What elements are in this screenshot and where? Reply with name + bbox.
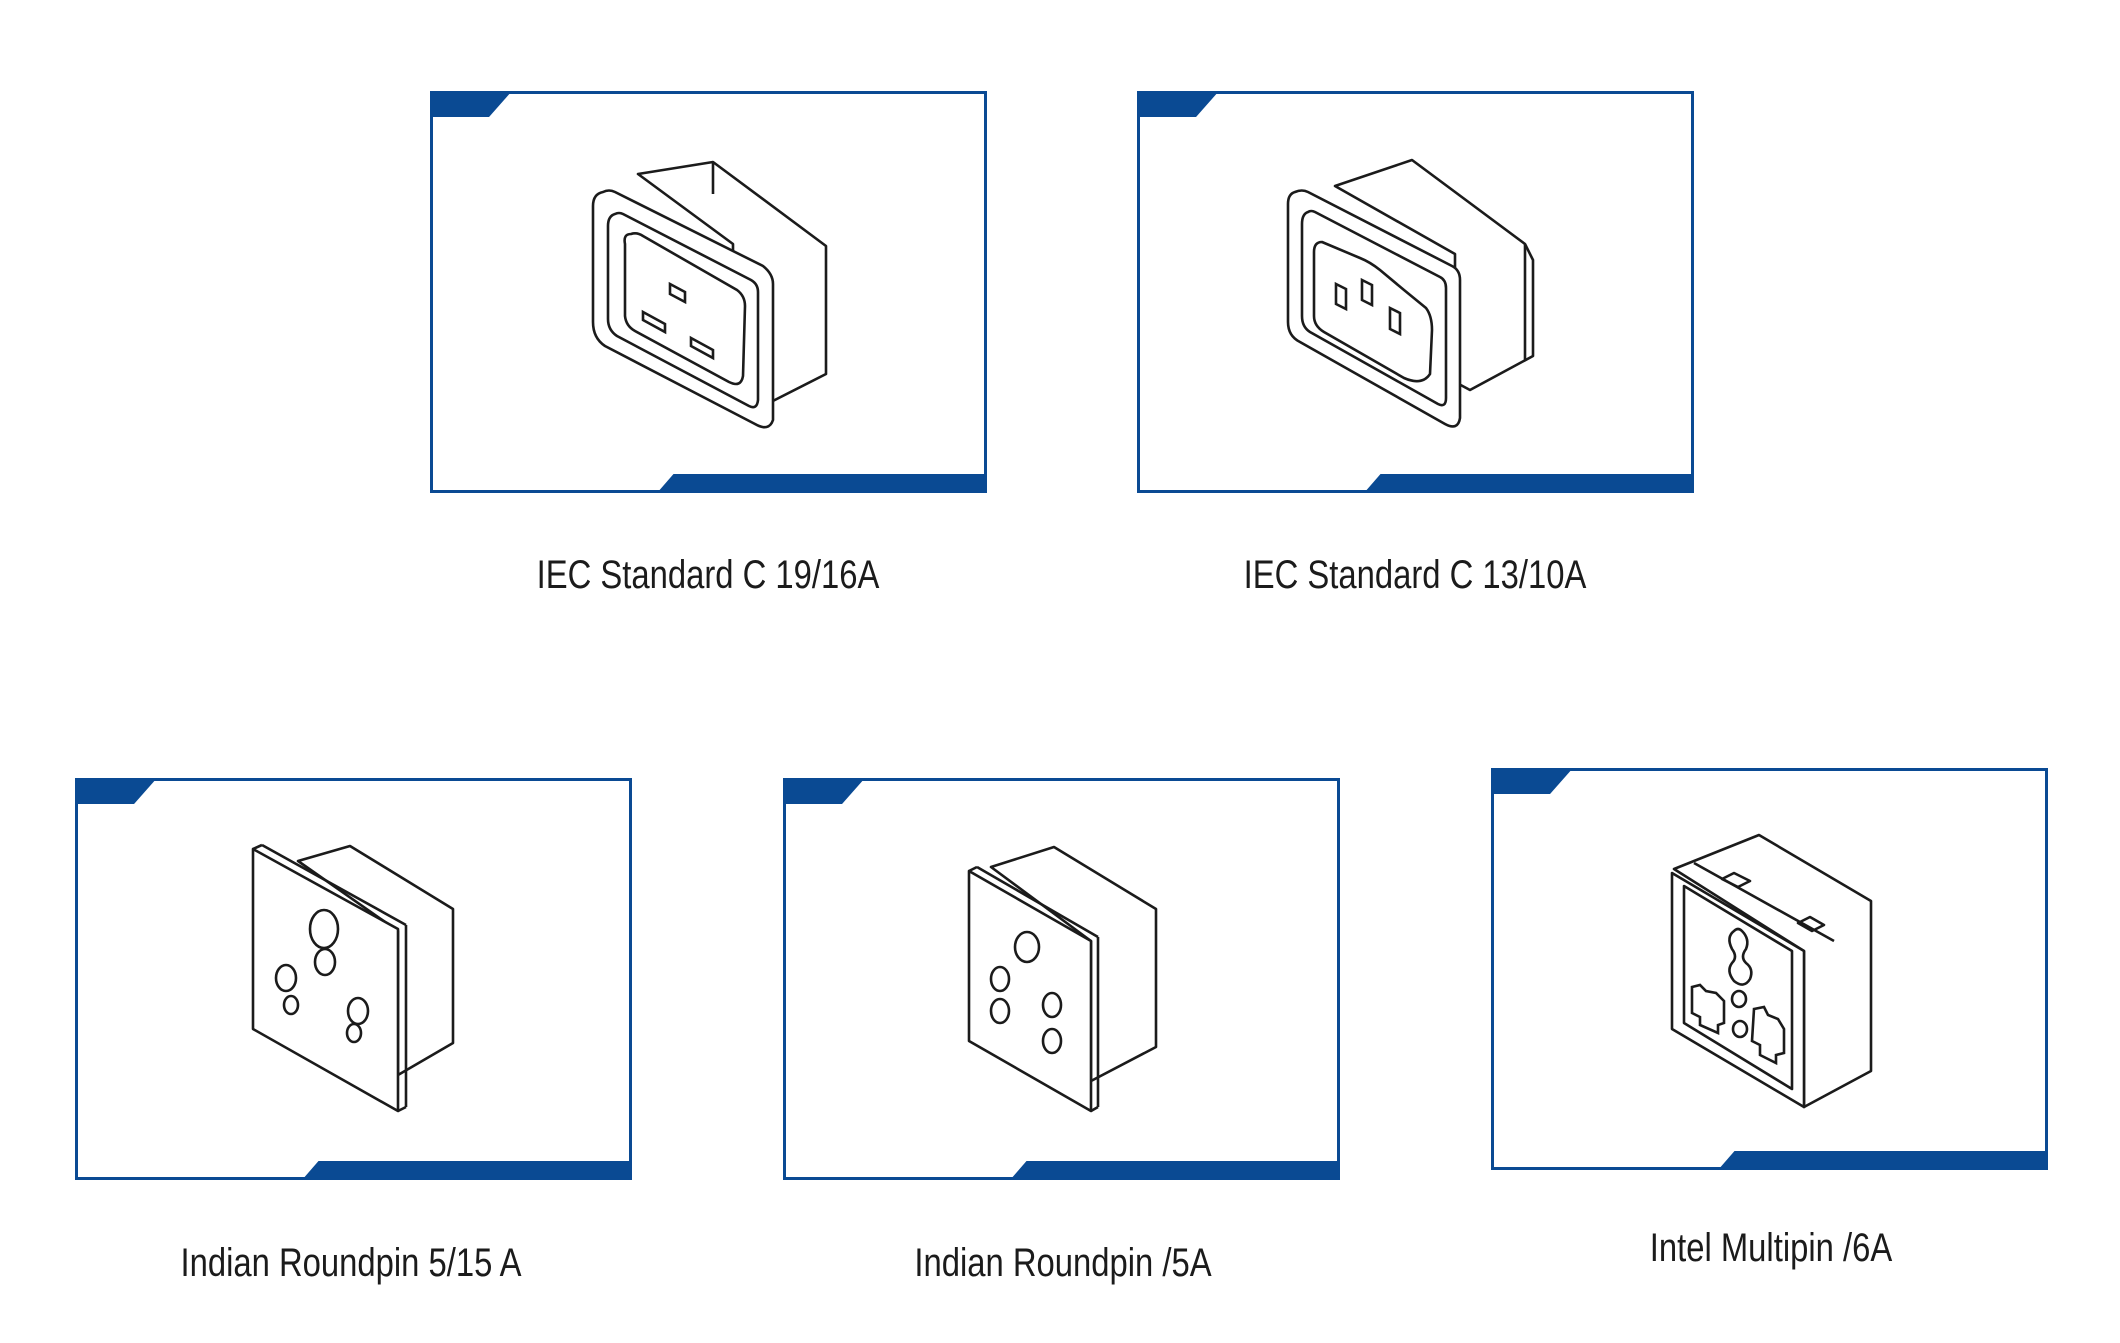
card-bottom-bar: [302, 1161, 632, 1180]
product-caption: IEC Standard C 19/16A: [536, 553, 880, 597]
product-card-indian-roundpin-5a: [783, 778, 1340, 1180]
product-caption: IEC Standard C 13/10A: [1243, 553, 1587, 597]
product-card-indian-roundpin-5-15: [75, 778, 632, 1180]
card-bottom-bar: [1718, 1151, 2048, 1170]
indian-roundpin-5a-socket-icon: [967, 845, 1158, 1113]
multipin-socket-icon: [1670, 833, 1873, 1109]
product-caption: Intel Multipin /6A: [1649, 1226, 1893, 1270]
iec-c19-socket-icon: [591, 160, 828, 429]
product-card-iec-c19: [430, 91, 987, 493]
indian-roundpin-5-15-socket-icon: [251, 843, 455, 1113]
card-bottom-bar: [657, 474, 987, 493]
card-bottom-bar: [1364, 474, 1694, 493]
product-card-iec-c13: [1137, 91, 1694, 493]
product-caption: Indian Roundpin 5/15 A: [180, 1241, 522, 1285]
card-bottom-bar: [1010, 1161, 1340, 1180]
iec-c13-socket-icon: [1286, 158, 1535, 428]
product-card-multipin: [1491, 768, 2048, 1170]
product-caption: Indian Roundpin /5A: [914, 1241, 1212, 1285]
